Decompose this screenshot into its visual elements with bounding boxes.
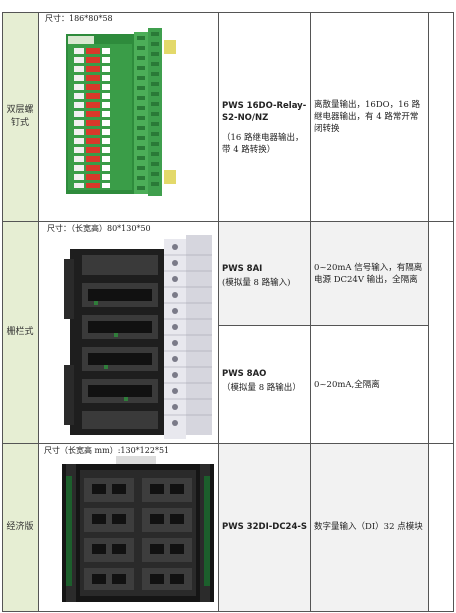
- grid-line: [38, 12, 39, 612]
- grid-line: [2, 443, 454, 444]
- grid-line: [453, 12, 454, 612]
- dimension-label: 尺寸：186*80*58: [45, 14, 113, 23]
- model-name: PWS 8AO: [222, 369, 267, 379]
- desc-cell-bg-8ai: [310, 221, 428, 325]
- model-cell-8ai: PWS 8AI (模拟量 8 路输入): [222, 263, 308, 289]
- model-name-32di: PWS 32DI-DC24-S: [222, 522, 308, 532]
- model-note: （模拟量 8 路输出）: [222, 383, 301, 393]
- description-32di: 数字量输入（DI）32 点模块: [314, 522, 423, 532]
- desc-cell-bg-32di: [310, 443, 428, 611]
- description-16do: 离散量输出，16DO，16 路继电器输出，有 4 路常开常闭转换: [314, 100, 421, 134]
- dimension-label: 尺寸：（长宽高）80*130*50: [47, 224, 151, 233]
- model-cell-8ao: PWS 8AO （模拟量 8 路输出）: [222, 368, 308, 394]
- grid-line: [2, 12, 3, 612]
- grid-line: [2, 12, 454, 13]
- category-cell-fence: 栅栏式: [2, 221, 38, 443]
- model-name: PWS 8AI: [222, 264, 263, 274]
- fence-module-image: [64, 235, 212, 439]
- grid-line: [218, 12, 219, 612]
- grid-line: [428, 12, 429, 612]
- category-cell-economy: 经济版: [2, 443, 38, 611]
- category-label: 经济版: [6, 521, 34, 532]
- model-cell-16do: PWS 16DO-Relay-S2-NO/NZ （16 路继电器输出，带 4 路…: [222, 100, 308, 156]
- grid-line: [218, 325, 428, 326]
- economy-board-image: [62, 456, 214, 602]
- model-note: (模拟量 8 路输入): [222, 278, 291, 288]
- relay-board-image: [66, 28, 176, 196]
- model-name: PWS 16DO-Relay-S2-NO/NZ: [222, 101, 307, 123]
- model-cell-bg-8ai: [218, 221, 310, 325]
- dimension-label: 尺寸（长宽高 mm）:130*122*51: [44, 446, 170, 455]
- description-8ai: 0~20mA 信号输入，有隔离电源 DC24V 输出，全隔离: [314, 263, 423, 285]
- category-cell-double-screw: 双层螺钉式: [2, 12, 38, 221]
- category-label: 栅栏式: [6, 326, 34, 337]
- grid-line: [2, 221, 454, 222]
- grid-line: [310, 12, 311, 612]
- model-note: （16 路继电器输出，带 4 路转换）: [222, 133, 304, 155]
- grid-line: [2, 611, 454, 612]
- model-cell-bg-32di: [218, 443, 310, 611]
- category-label: 双层螺钉式: [6, 104, 34, 128]
- description-8ao: 0~20mA,全隔离: [314, 380, 380, 390]
